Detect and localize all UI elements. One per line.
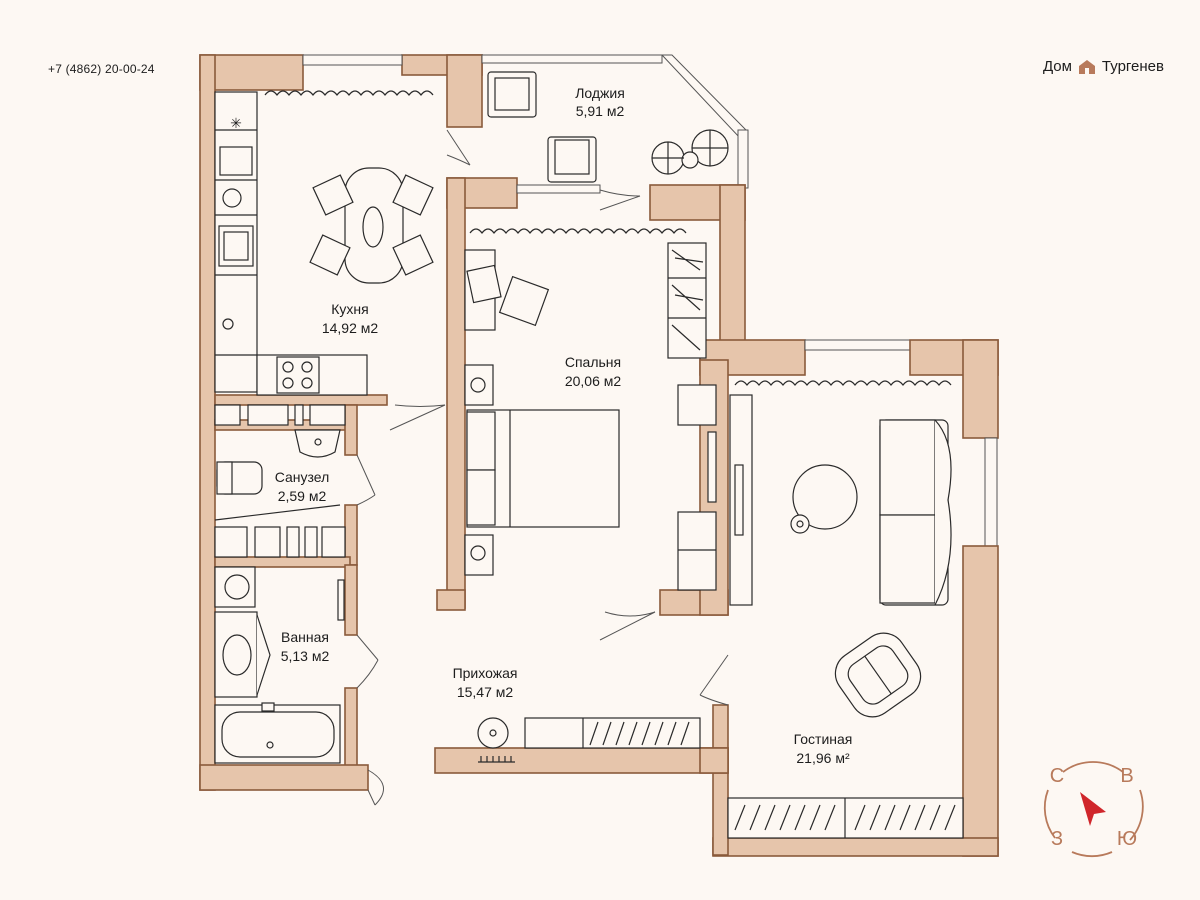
hall-area: 15,47 м2 [457,684,514,700]
brand-name-left: Дом [1042,58,1072,75]
bedroom-furniture [464,228,717,641]
living-area: 21,96 м² [796,750,850,766]
bath-fixtures [214,566,379,764]
room-labels: Лоджия 5,91 м2 Кухня 14,92 м2 Спальня 20… [275,85,853,766]
loggia-furniture [487,71,729,211]
compass-north: С [1050,765,1064,787]
hall-name: Прихожая [453,665,518,681]
kitchen-furniture: ✳ [214,90,471,396]
living-furniture [699,380,964,839]
loggia-area: 5,91 м2 [576,103,625,119]
phone-number[interactable]: +7 (4862) 20-00-24 [48,62,155,76]
brand-logo[interactable]: Дом Тургенев [1043,58,1164,75]
kitchen-name: Кухня [331,301,368,317]
loggia-name: Лоджия [575,85,625,101]
compass: С В З Ю [1043,761,1144,857]
compass-arrow-icon [1080,792,1106,826]
bath-name: Ванная [281,629,329,645]
hall-furniture [367,404,701,806]
brand-name-right: Тургенев [1101,58,1164,75]
bath-area: 5,13 м2 [281,648,330,664]
living-name: Гостиная [794,731,853,747]
kitchen-area: 14,92 м2 [322,320,379,336]
plant-icon [651,129,729,175]
house-icon [1078,59,1095,74]
wc-name: Санузел [275,469,330,485]
wc-area: 2,59 м2 [278,488,327,504]
wc-fixtures [214,404,376,558]
bedroom-name: Спальня [565,354,621,370]
compass-west: З [1051,828,1063,850]
bedroom-area: 20,06 м2 [565,373,622,389]
compass-south: Ю [1117,828,1137,850]
compass-east: В [1120,765,1133,787]
vent-icon: ✳ [230,115,242,131]
